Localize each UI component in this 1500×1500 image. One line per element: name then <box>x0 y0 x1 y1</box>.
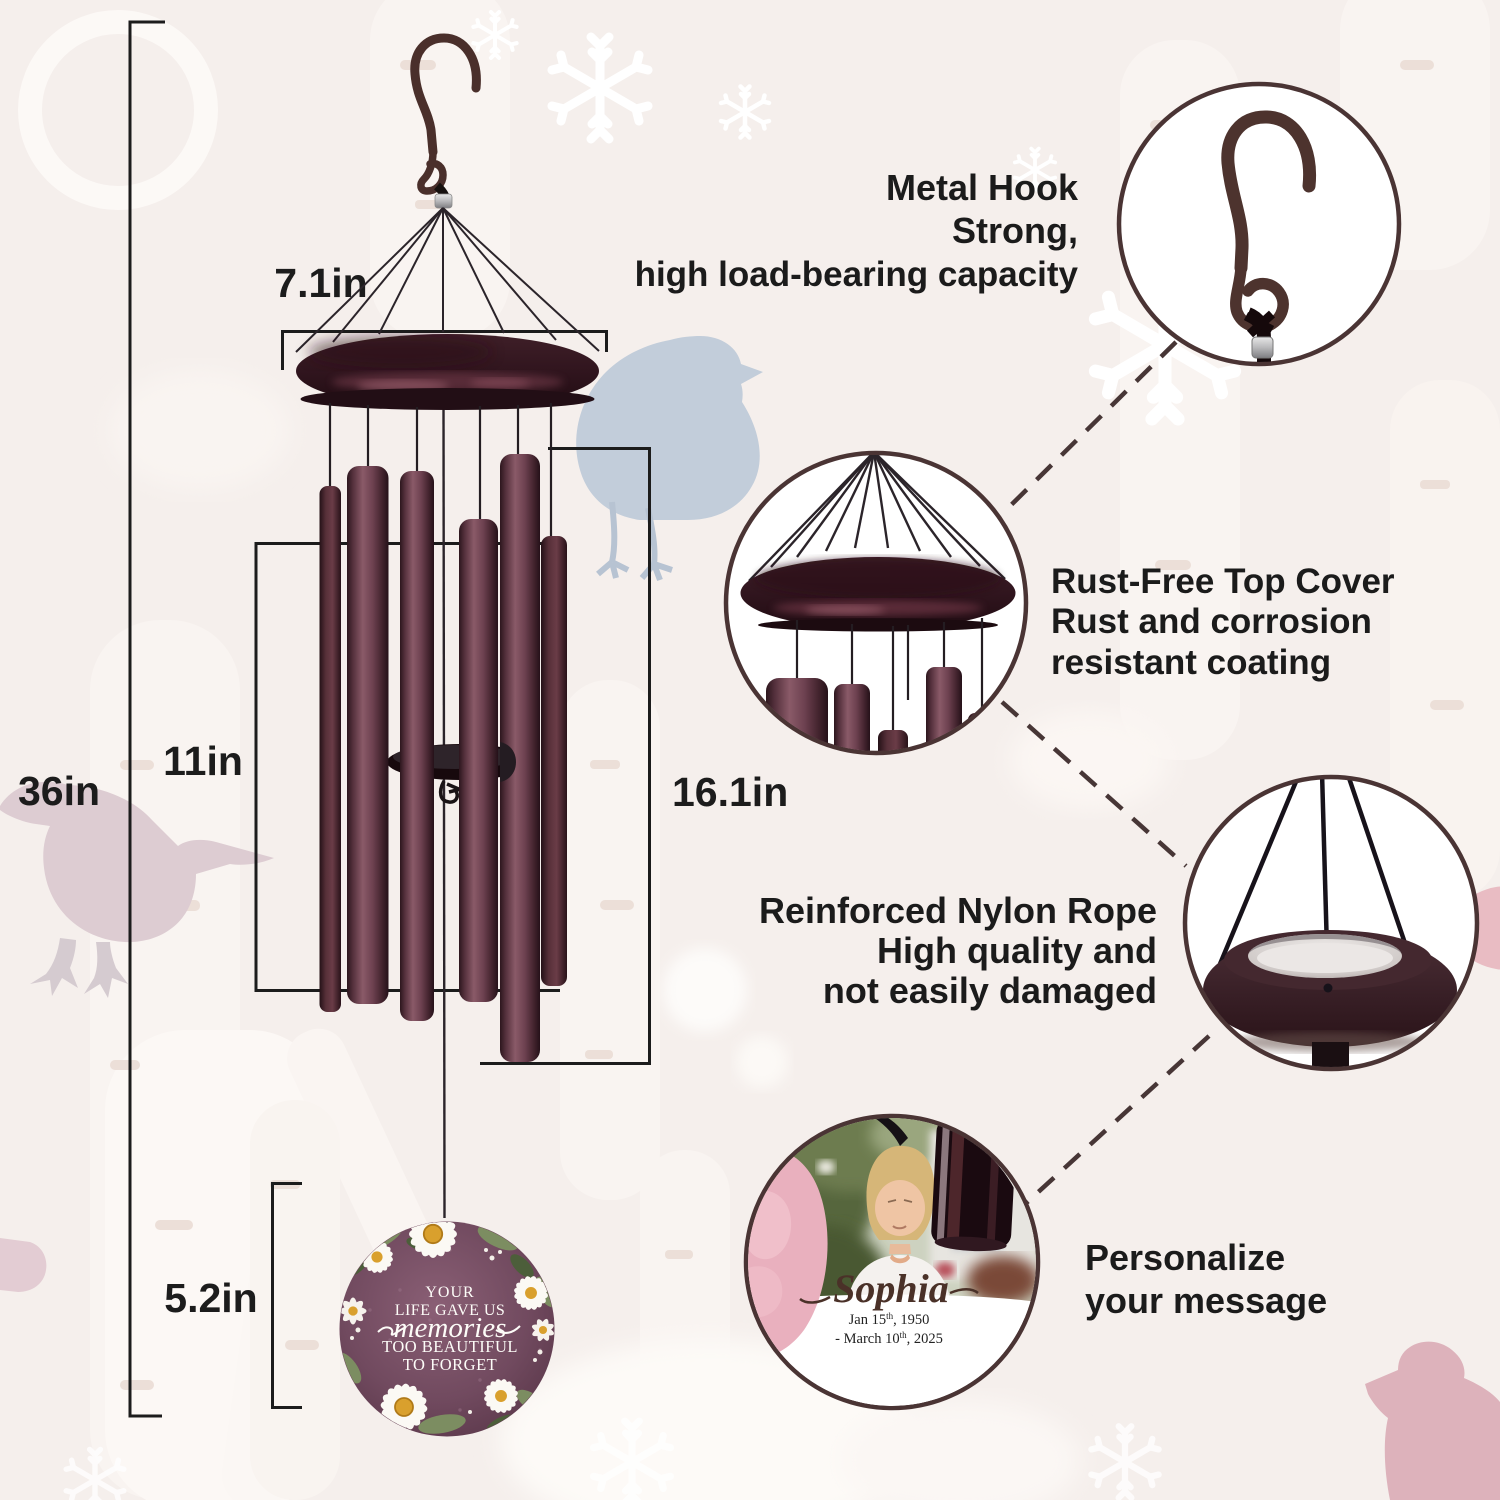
svg-text:5.2in: 5.2in <box>164 1275 257 1321</box>
svg-text:TOO BEAUTIFUL: TOO BEAUTIFUL <box>382 1337 518 1356</box>
svg-text:Personalize: Personalize <box>1085 1237 1285 1278</box>
svg-text:LIFE GAVE US: LIFE GAVE US <box>395 1302 506 1319</box>
svg-text:resistant coating: resistant coating <box>1051 643 1331 682</box>
svg-text:- March 10th, 2025: - March 10th, 2025 <box>835 1330 943 1347</box>
svg-text:36in: 36in <box>18 768 100 814</box>
svg-text:YOUR: YOUR <box>425 1284 474 1301</box>
svg-text:your message: your message <box>1085 1280 1327 1321</box>
svg-text:Rust-Free Top Cover: Rust-Free Top Cover <box>1051 562 1395 601</box>
svg-text:Sophia: Sophia <box>833 1266 949 1311</box>
svg-text:Rust and corrosion: Rust and corrosion <box>1051 602 1372 641</box>
svg-text:Reinforced Nylon Rope: Reinforced Nylon Rope <box>759 890 1157 931</box>
svg-text:TO FORGET: TO FORGET <box>403 1355 498 1374</box>
svg-text:7.1in: 7.1in <box>274 260 367 306</box>
svg-text:Strong,: Strong, <box>952 210 1078 251</box>
svg-text:not easily damaged: not easily damaged <box>823 970 1157 1011</box>
svg-text:Metal Hook: Metal Hook <box>886 167 1079 208</box>
svg-text:memories: memories <box>394 1312 507 1344</box>
svg-text:16.1in: 16.1in <box>672 769 788 815</box>
svg-text:Jan 15th, 1950: Jan 15th, 1950 <box>849 1311 930 1328</box>
svg-text:high load-bearing capacity: high load-bearing capacity <box>635 255 1079 294</box>
svg-text:11in: 11in <box>163 738 243 784</box>
svg-text:High quality and: High quality and <box>877 930 1157 971</box>
